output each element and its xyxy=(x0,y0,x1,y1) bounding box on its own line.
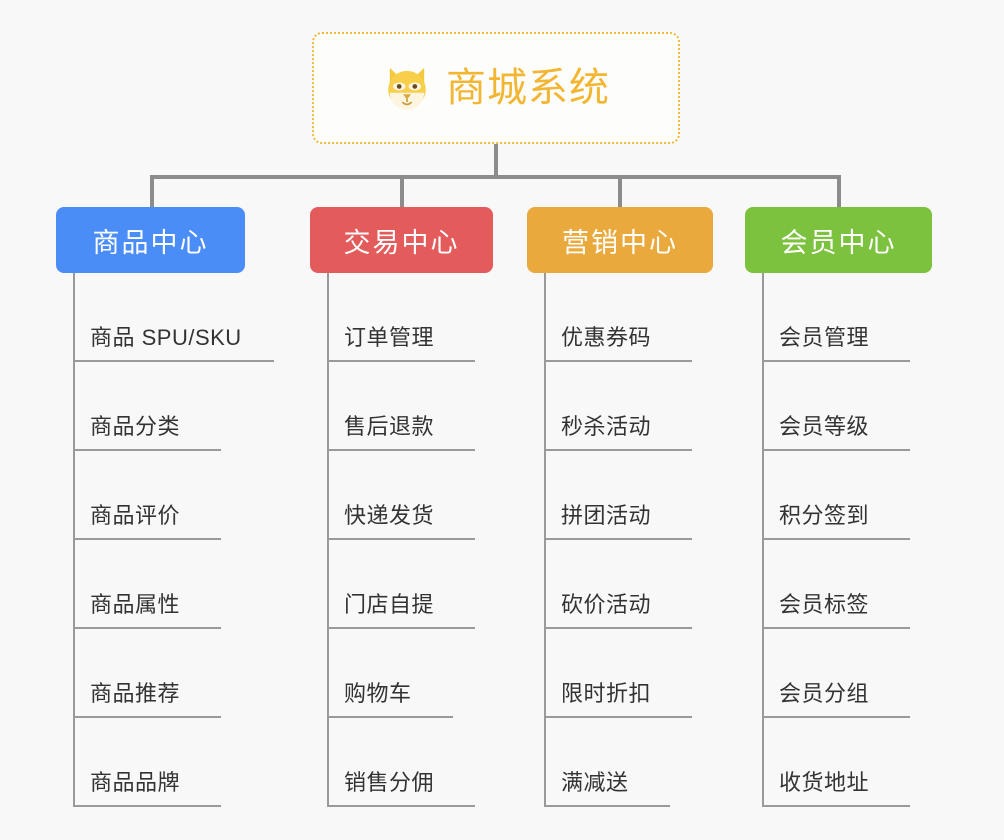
list-item-label: 收货地址 xyxy=(779,770,870,795)
category-header-marketing-center[interactable]: 营销中心 xyxy=(527,207,713,273)
list-item[interactable]: 会员管理 xyxy=(745,273,932,362)
category-column-marketing-center: 营销中心优惠券码秒杀活动拼团活动砍价活动限时折扣满减送 xyxy=(527,207,713,807)
category-header-label: 会员中心 xyxy=(780,227,897,258)
list-item[interactable]: 积分签到 xyxy=(745,451,932,540)
list-item-underline xyxy=(762,805,910,807)
list-item-underline xyxy=(544,360,692,362)
list-item[interactable]: 优惠券码 xyxy=(527,273,713,362)
column-spine xyxy=(327,273,329,807)
category-header-member-center[interactable]: 会员中心 xyxy=(745,207,932,273)
list-item-label: 购物车 xyxy=(344,681,412,706)
list-item[interactable]: 拼团活动 xyxy=(527,451,713,540)
list-item-label: 订单管理 xyxy=(344,325,435,350)
list-item[interactable]: 满减送 xyxy=(527,718,713,807)
list-item-underline xyxy=(762,716,910,718)
list-item-label: 优惠券码 xyxy=(561,325,652,350)
list-item-label: 会员标签 xyxy=(779,592,870,617)
list-item[interactable]: 商品分类 xyxy=(56,362,245,451)
list-item-label: 商品属性 xyxy=(90,592,181,617)
list-item[interactable]: 快递发货 xyxy=(310,451,493,540)
list-item[interactable]: 商品品牌 xyxy=(56,718,245,807)
list-item-label: 砍价活动 xyxy=(561,592,652,617)
list-item[interactable]: 收货地址 xyxy=(745,718,932,807)
category-header-label: 交易中心 xyxy=(343,227,460,258)
list-item[interactable]: 订单管理 xyxy=(310,273,493,362)
list-item-underline xyxy=(73,716,221,718)
dog-face-emoji xyxy=(388,67,426,110)
list-item-label: 门店自提 xyxy=(344,592,435,617)
list-item[interactable]: 会员分组 xyxy=(745,629,932,718)
item-list-member-center: 会员管理会员等级积分签到会员标签会员分组收货地址 xyxy=(745,273,932,807)
list-item-underline xyxy=(327,538,475,540)
item-list-product-center: 商品 SPU/SKU 商品分类商品评价商品属性商品推荐商品品牌 xyxy=(56,273,274,807)
list-item-label: 商品推荐 xyxy=(90,681,181,706)
category-column-member-center: 会员中心会员管理会员等级积分签到会员标签会员分组收货地址 xyxy=(745,207,932,807)
list-item[interactable]: 限时折扣 xyxy=(527,629,713,718)
list-item-label: 拼团活动 xyxy=(561,503,652,528)
category-header-label: 商品中心 xyxy=(92,227,209,258)
list-item-underline xyxy=(73,805,221,807)
list-item-underline xyxy=(73,449,221,451)
list-item[interactable]: 商品 SPU/SKU xyxy=(56,273,274,362)
list-item-label: 商品品牌 xyxy=(90,770,181,795)
list-item-underline xyxy=(327,360,475,362)
list-item-underline xyxy=(762,360,910,362)
list-item-label: 会员分组 xyxy=(779,681,870,706)
list-item[interactable]: 砍价活动 xyxy=(527,540,713,629)
list-item-label: 会员等级 xyxy=(779,414,870,439)
list-item-underline xyxy=(544,627,692,629)
list-item[interactable]: 售后退款 xyxy=(310,362,493,451)
list-item-label: 快递发货 xyxy=(344,503,435,528)
item-list-trade-center: 订单管理售后退款快递发货门店自提购物车销售分佣 xyxy=(310,273,493,807)
list-item-underline xyxy=(544,449,692,451)
list-item-underline xyxy=(762,627,910,629)
list-item[interactable]: 秒杀活动 xyxy=(527,362,713,451)
list-item-label: 限时折扣 xyxy=(561,681,652,706)
list-item[interactable]: 销售分佣 xyxy=(310,718,493,807)
list-item-label: 会员管理 xyxy=(779,325,870,350)
list-item-underline xyxy=(544,805,670,807)
list-item-underline xyxy=(73,627,221,629)
category-header-product-center[interactable]: 商品中心 xyxy=(56,207,245,273)
list-item-underline xyxy=(73,360,274,362)
list-item-label: 商品 SPU/SKU xyxy=(90,325,242,350)
category-column-product-center: 商品中心商品 SPU/SKU 商品分类商品评价商品属性商品推荐商品品牌 xyxy=(56,207,274,807)
column-spine xyxy=(762,273,764,807)
list-item-underline xyxy=(327,805,475,807)
list-item-underline xyxy=(762,538,910,540)
list-item-underline xyxy=(762,449,910,451)
list-item-label: 售后退款 xyxy=(344,414,435,439)
list-item-underline xyxy=(544,716,692,718)
list-item[interactable]: 会员标签 xyxy=(745,540,932,629)
category-header-trade-center[interactable]: 交易中心 xyxy=(310,207,493,273)
list-item[interactable]: 商品推荐 xyxy=(56,629,245,718)
list-item-underline xyxy=(327,627,475,629)
list-item-label: 商品评价 xyxy=(90,503,181,528)
root-title: 商城系统 xyxy=(446,66,610,110)
list-item[interactable]: 会员等级 xyxy=(745,362,932,451)
list-item[interactable]: 商品属性 xyxy=(56,540,245,629)
list-item-label: 满减送 xyxy=(561,770,629,795)
list-item-label: 秒杀活动 xyxy=(561,414,652,439)
list-item[interactable]: 门店自提 xyxy=(310,540,493,629)
list-item[interactable]: 购物车 xyxy=(310,629,493,718)
list-item-label: 积分签到 xyxy=(779,503,870,528)
list-item-label: 销售分佣 xyxy=(344,770,435,795)
list-item-underline xyxy=(327,449,475,451)
category-header-label: 营销中心 xyxy=(562,227,678,258)
list-item[interactable]: 商品评价 xyxy=(56,451,245,540)
item-list-marketing-center: 优惠券码秒杀活动拼团活动砍价活动限时折扣满减送 xyxy=(527,273,713,807)
list-item-label: 商品分类 xyxy=(90,414,181,439)
list-item-underline xyxy=(544,538,692,540)
column-spine xyxy=(544,273,546,807)
category-column-trade-center: 交易中心订单管理售后退款快递发货门店自提购物车销售分佣 xyxy=(310,207,493,807)
list-item-underline xyxy=(327,716,453,718)
list-item-underline xyxy=(73,538,221,540)
root-node[interactable]: 商城系统 xyxy=(312,32,680,144)
column-spine xyxy=(73,273,75,807)
